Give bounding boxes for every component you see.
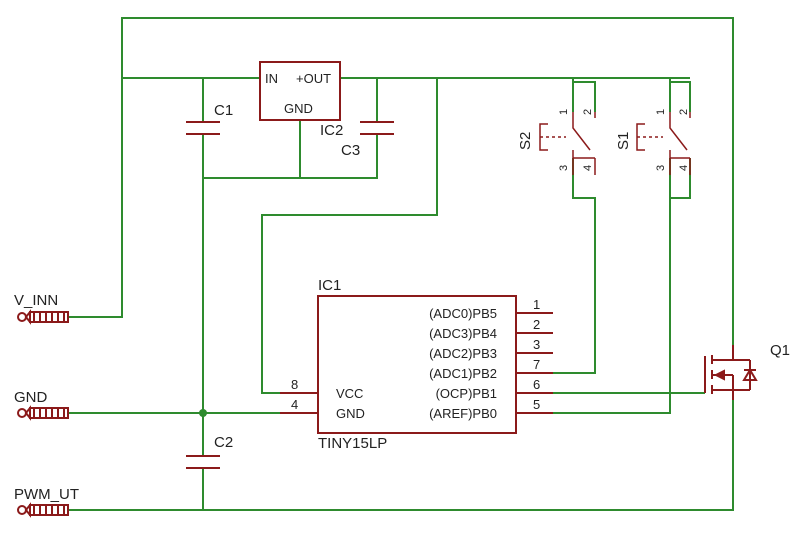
s2-pin-1: 1 [558,109,570,115]
junction-gnd [199,409,207,417]
connector-gnd: GND [14,389,69,421]
s2-pin-3: 3 [558,165,570,171]
ic1-pin-label-pb4: (ADC3)PB4 [429,326,497,341]
ic1-pin-num-3: 3 [533,337,540,352]
switch-s1: 1 2 3 4 S1 [615,109,691,175]
s1-pin-1: 1 [655,109,667,115]
wire-pwm [68,400,734,511]
ic1-pin-num-6: 6 [533,377,540,392]
ic1-pin-num-1: 1 [533,297,540,312]
wire-s2-top2 [573,81,596,112]
ic1-pin-num-7: 7 [533,357,540,372]
label-ic1: IC1 [318,277,341,294]
label-c1: C1 [214,102,233,119]
wire-c3-bottom [300,134,378,179]
mosfet-q1: Q1 [704,342,790,400]
ic1-pin-label-pb1: (OCP)PB1 [436,386,497,401]
s2-pin-2: 2 [582,109,594,115]
s2-pin-4: 4 [582,165,594,171]
wire-s1-pb0 [669,158,691,199]
label-pwm: PWM_UT [14,486,79,503]
ic1-pin-num-vcc: 8 [291,377,298,392]
ic1-pin-label-pb5: (ADC0)PB5 [429,306,497,321]
regulator-gnd-pin: GND [284,101,313,116]
label-q1: Q1 [770,342,790,359]
ic1-pin-label-gnd: GND [336,406,365,421]
capacitor-c3: C3 [341,121,394,159]
wire-reg-gnd [203,120,301,179]
ic1-pin-num-2: 2 [533,317,540,332]
ic1-pin-label-vcc: VCC [336,386,363,401]
regulator-out-pin: +OUT [296,71,331,86]
wire-s2-pb2 [553,158,596,374]
wire-vin-loop [68,17,734,345]
s1-pin-2: 2 [678,109,690,115]
connector-pwm: PWM_UT [14,486,79,518]
ic1-right-pins [516,312,553,414]
label-v-in: V_INN [14,292,58,309]
label-s1: S1 [615,132,632,150]
wire-s1-top2 [670,81,691,112]
wire-s1-pb0b [553,198,671,414]
switch-s2: 1 2 3 4 S2 [517,109,596,175]
ic1-pin-label-pb3: (ADC2)PB3 [429,346,497,361]
capacitor-c1: C1 [186,102,233,135]
label-ic1-part: TINY15LP [318,435,387,452]
regulator-in-pin: IN [265,71,278,86]
wires [68,17,734,511]
ic1-pin-label-pb2: (ADC1)PB2 [429,366,497,381]
ic1-pin-label-pb0: (AREF)PB0 [429,406,497,421]
ic1-pin-num-gnd: 4 [291,397,298,412]
regulator-ic2: IN +OUT GND IC2 [259,61,343,139]
connector-v-in: V_INN [14,292,69,325]
label-c3: C3 [341,142,360,159]
capacitor-c2: C2 [186,434,233,469]
label-s2: S2 [517,132,534,150]
s1-pin-4: 4 [678,165,690,171]
ic1-pin-num-5: 5 [533,397,540,412]
microcontroller-ic1: IC1 TINY15LP 8 4 VCC GND (ADC0)PB5 (ADC3… [280,277,553,452]
label-gnd-connector: GND [14,389,48,406]
label-c2: C2 [214,434,233,451]
label-ic2: IC2 [320,122,343,139]
wire-vcc [261,78,438,394]
s1-pin-3: 3 [655,165,667,171]
